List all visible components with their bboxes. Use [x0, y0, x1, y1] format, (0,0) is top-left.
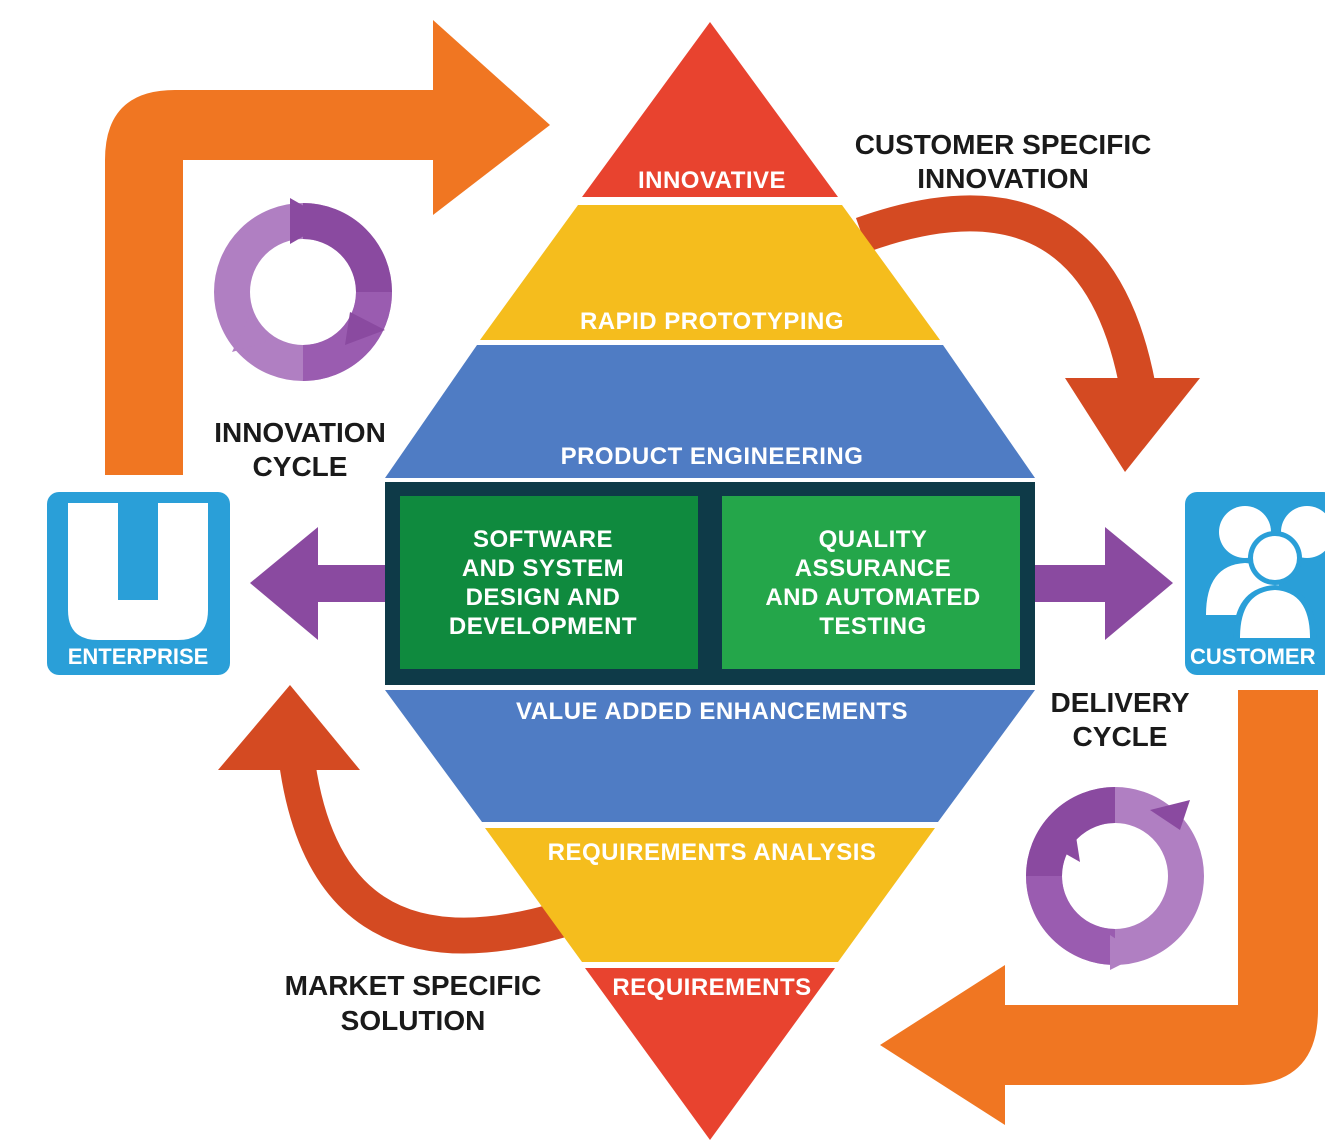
sdlc-diamond	[385, 22, 1035, 1140]
market-specific-line-1: MARKET SPECIFIC	[285, 970, 542, 1001]
value-added-label: VALUE ADDED ENHANCEMENTS	[516, 698, 908, 725]
rapid-prototyping-label: RAPID PROTOTYPING	[580, 308, 844, 335]
dev-box-line-1: SOFTWARE	[473, 526, 613, 553]
innovation-cycle-line-1: INNOVATION	[214, 417, 386, 448]
band-rapid-prototyping	[480, 205, 940, 340]
left-purple-arrow	[250, 527, 385, 640]
delivery-cycle-line-2: CYCLE	[1073, 721, 1168, 752]
customer-innovation-curved-arrow	[855, 195, 1200, 472]
market-solution-curved-arrow	[218, 685, 566, 954]
right-purple-arrow	[1035, 527, 1173, 640]
dev-box-line-3: DESIGN AND	[466, 584, 621, 611]
band-value-added	[385, 690, 1035, 822]
innovation-cycle-line-2: CYCLE	[253, 451, 348, 482]
qa-box-line-1: QUALITY	[819, 526, 928, 553]
band-innovative	[582, 22, 838, 197]
product-engineering-label: PRODUCT ENGINEERING	[561, 443, 864, 470]
requirements-label: REQUIREMENTS	[612, 974, 811, 1001]
delivery-cycle-line-1: DELIVERY	[1051, 687, 1190, 718]
band-requirements-analysis	[485, 828, 935, 962]
delivery-flow-arrow	[880, 690, 1318, 1125]
requirements-analysis-label: REQUIREMENTS ANALYSIS	[548, 839, 877, 866]
innovation-flow-arrow	[105, 20, 550, 475]
delivery-cycle-icon	[1026, 787, 1204, 970]
qa-box-line-2: ASSURANCE	[795, 555, 952, 582]
u-logo-icon	[68, 503, 208, 640]
dev-box-line-4: DEVELOPMENT	[449, 613, 637, 640]
customer-node	[1185, 492, 1325, 675]
market-specific-line-2: SOLUTION	[341, 1005, 486, 1036]
innovation-cycle-icon	[214, 198, 392, 381]
customer-specific-line-1: CUSTOMER SPECIFIC	[855, 129, 1152, 160]
qa-box-line-4: TESTING	[819, 613, 927, 640]
enterprise-label: ENTERPRISE	[68, 644, 209, 669]
band-product-engineering	[385, 345, 1035, 478]
customer-label: CUSTOMER	[1190, 644, 1316, 669]
innovative-label: INNOVATIVE	[638, 167, 786, 194]
box-qa	[722, 496, 1020, 669]
dev-box-line-2: AND SYSTEM	[462, 555, 624, 582]
people-icon	[1206, 506, 1325, 640]
customer-specific-line-2: INNOVATION	[917, 163, 1089, 194]
qa-box-line-3: AND AUTOMATED	[765, 584, 980, 611]
band-requirements	[585, 968, 835, 1140]
enterprise-node	[47, 492, 230, 675]
box-dev	[400, 496, 698, 669]
